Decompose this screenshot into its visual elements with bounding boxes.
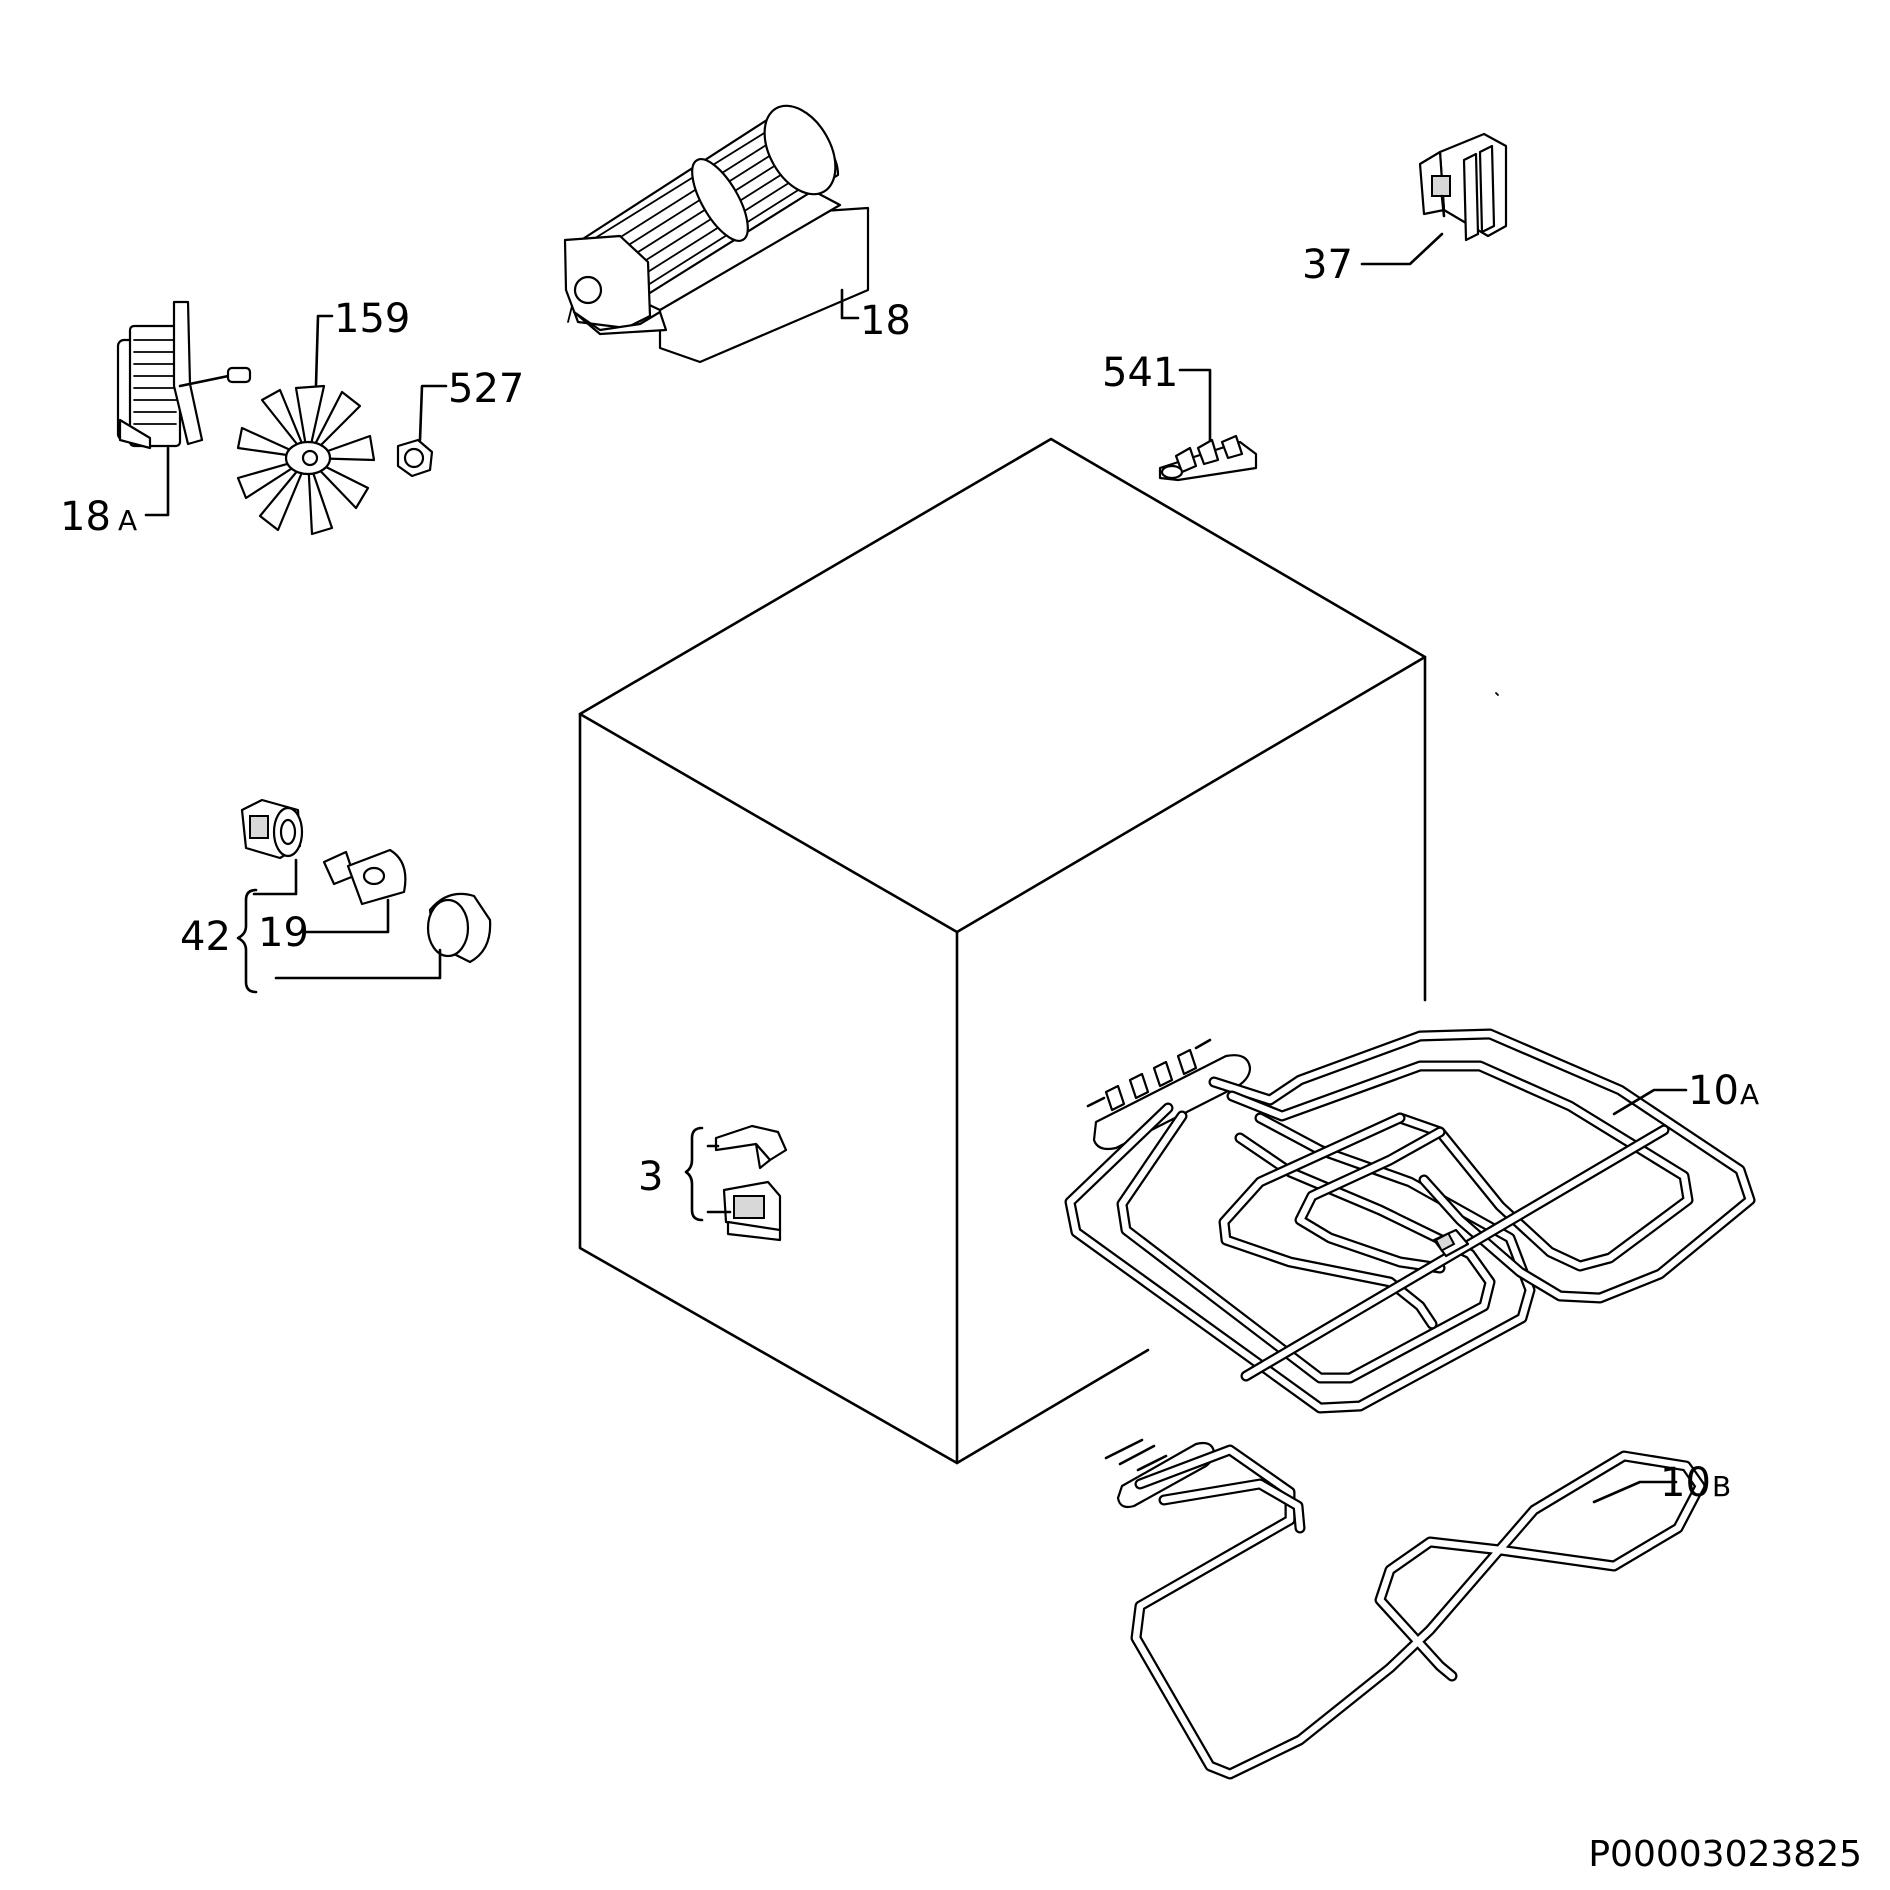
fan-blade-part — [236, 384, 376, 536]
hinge-lower-part — [722, 1180, 782, 1242]
label-10b-number: 10 — [1660, 1460, 1711, 1506]
label-541: 541 — [1102, 350, 1178, 396]
hinge-upper-part — [714, 1124, 788, 1170]
label-42: 42 — [180, 914, 231, 960]
label-10b-suffix: B — [1712, 1470, 1731, 1503]
label-18a-suffix: A — [118, 504, 137, 537]
label-18a-number: 18 — [60, 494, 111, 540]
label-37: 37 — [1302, 242, 1353, 288]
label-10a-suffix: A — [1740, 1078, 1759, 1111]
label-10a-number: 10 — [1688, 1068, 1739, 1114]
label-18: 18 — [860, 298, 911, 344]
nut-part — [396, 438, 434, 478]
label-3: 3 — [638, 1154, 663, 1200]
terminal-block-part — [1158, 434, 1258, 482]
lamp-cover-part — [426, 892, 492, 964]
lower-heating-element-part — [1104, 1438, 1706, 1780]
diagram-reference-code: P00003023825 — [1588, 1834, 1862, 1875]
upper-heating-element-part — [1064, 1028, 1756, 1414]
lamp-holder-part — [240, 798, 304, 860]
clip-part — [1418, 132, 1508, 242]
label-19: 19 — [258, 910, 309, 956]
tangential-fan-part — [563, 104, 870, 364]
label-527: 527 — [448, 366, 524, 412]
oven-cavity-box — [578, 437, 1499, 1465]
fan-motor-part — [116, 300, 252, 450]
lamp-bulb-part — [322, 848, 407, 906]
label-159: 159 — [334, 296, 410, 342]
